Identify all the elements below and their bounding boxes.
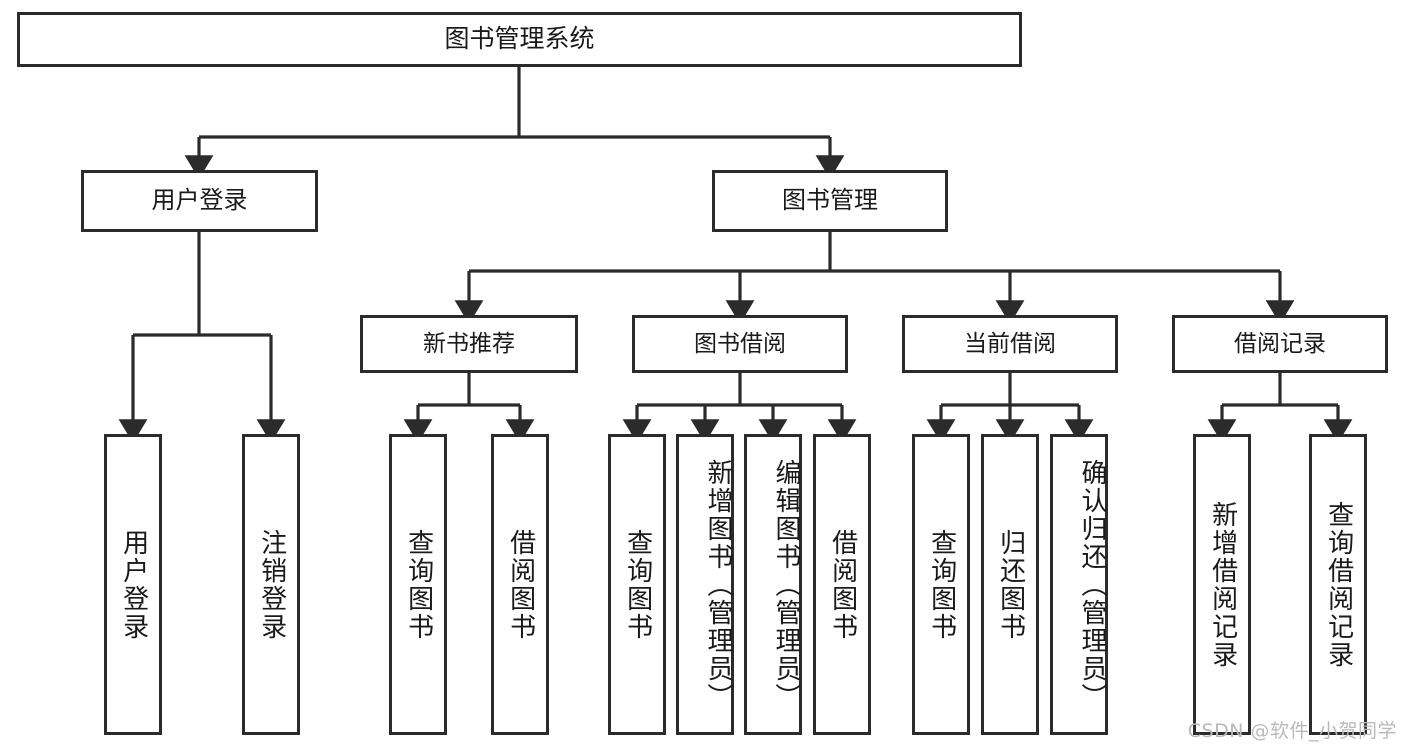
leaf-user-login-login[interactable]: 用户登录 bbox=[104, 434, 162, 735]
leaf-label: 新增借阅记录 bbox=[1207, 500, 1238, 669]
leaf-label: 编辑图书（管理员） bbox=[771, 458, 801, 711]
leaf-borrow-add-book-admin[interactable]: 新增图书（管理员） bbox=[676, 434, 734, 735]
leaf-recommend-borrow-book[interactable]: 借阅图书 bbox=[491, 434, 549, 735]
leaf-borrow-query-book[interactable]: 查询图书 bbox=[608, 434, 666, 735]
leaf-label: 借阅图书 bbox=[505, 528, 536, 641]
leaf-borrow-borrow-book[interactable]: 借阅图书 bbox=[813, 434, 871, 735]
node-book-management[interactable]: 图书管理 bbox=[712, 170, 948, 232]
leaf-borrow-edit-book-admin[interactable]: 编辑图书（管理员） bbox=[744, 434, 802, 735]
leaf-record-query-record[interactable]: 查询借阅记录 bbox=[1309, 434, 1367, 735]
csdn-watermark: CSDN @软件_小贺同学 bbox=[1187, 720, 1397, 742]
leaf-label: 查询图书 bbox=[403, 528, 434, 641]
node-user-login[interactable]: 用户登录 bbox=[81, 170, 318, 232]
leaf-current-return-book[interactable]: 归还图书 bbox=[981, 434, 1039, 735]
leaf-label: 确认归还（管理员） bbox=[1077, 458, 1107, 711]
leaf-label: 借阅图书 bbox=[827, 528, 858, 641]
leaf-current-query-book[interactable]: 查询图书 bbox=[912, 434, 970, 735]
node-borrow-record[interactable]: 借阅记录 bbox=[1172, 315, 1388, 373]
leaf-label: 注销登录 bbox=[256, 528, 287, 641]
leaf-current-confirm-return-admin[interactable]: 确认归还（管理员） bbox=[1050, 434, 1108, 735]
leaf-label: 新增图书（管理员） bbox=[703, 458, 733, 711]
node-new-book-recommend[interactable]: 新书推荐 bbox=[360, 315, 578, 373]
leaf-label: 查询图书 bbox=[622, 528, 653, 641]
node-current-borrow[interactable]: 当前借阅 bbox=[902, 315, 1118, 373]
leaf-user-login-logout[interactable]: 注销登录 bbox=[242, 434, 300, 735]
leaf-record-add-record[interactable]: 新增借阅记录 bbox=[1193, 434, 1251, 735]
node-book-borrow[interactable]: 图书借阅 bbox=[632, 315, 848, 373]
leaf-label: 查询图书 bbox=[926, 528, 957, 641]
leaf-label: 用户登录 bbox=[118, 528, 149, 641]
leaf-label: 归还图书 bbox=[995, 528, 1026, 641]
leaf-recommend-query-book[interactable]: 查询图书 bbox=[389, 434, 447, 735]
node-root-system[interactable]: 图书管理系统 bbox=[17, 12, 1022, 67]
leaf-label: 查询借阅记录 bbox=[1323, 500, 1354, 669]
